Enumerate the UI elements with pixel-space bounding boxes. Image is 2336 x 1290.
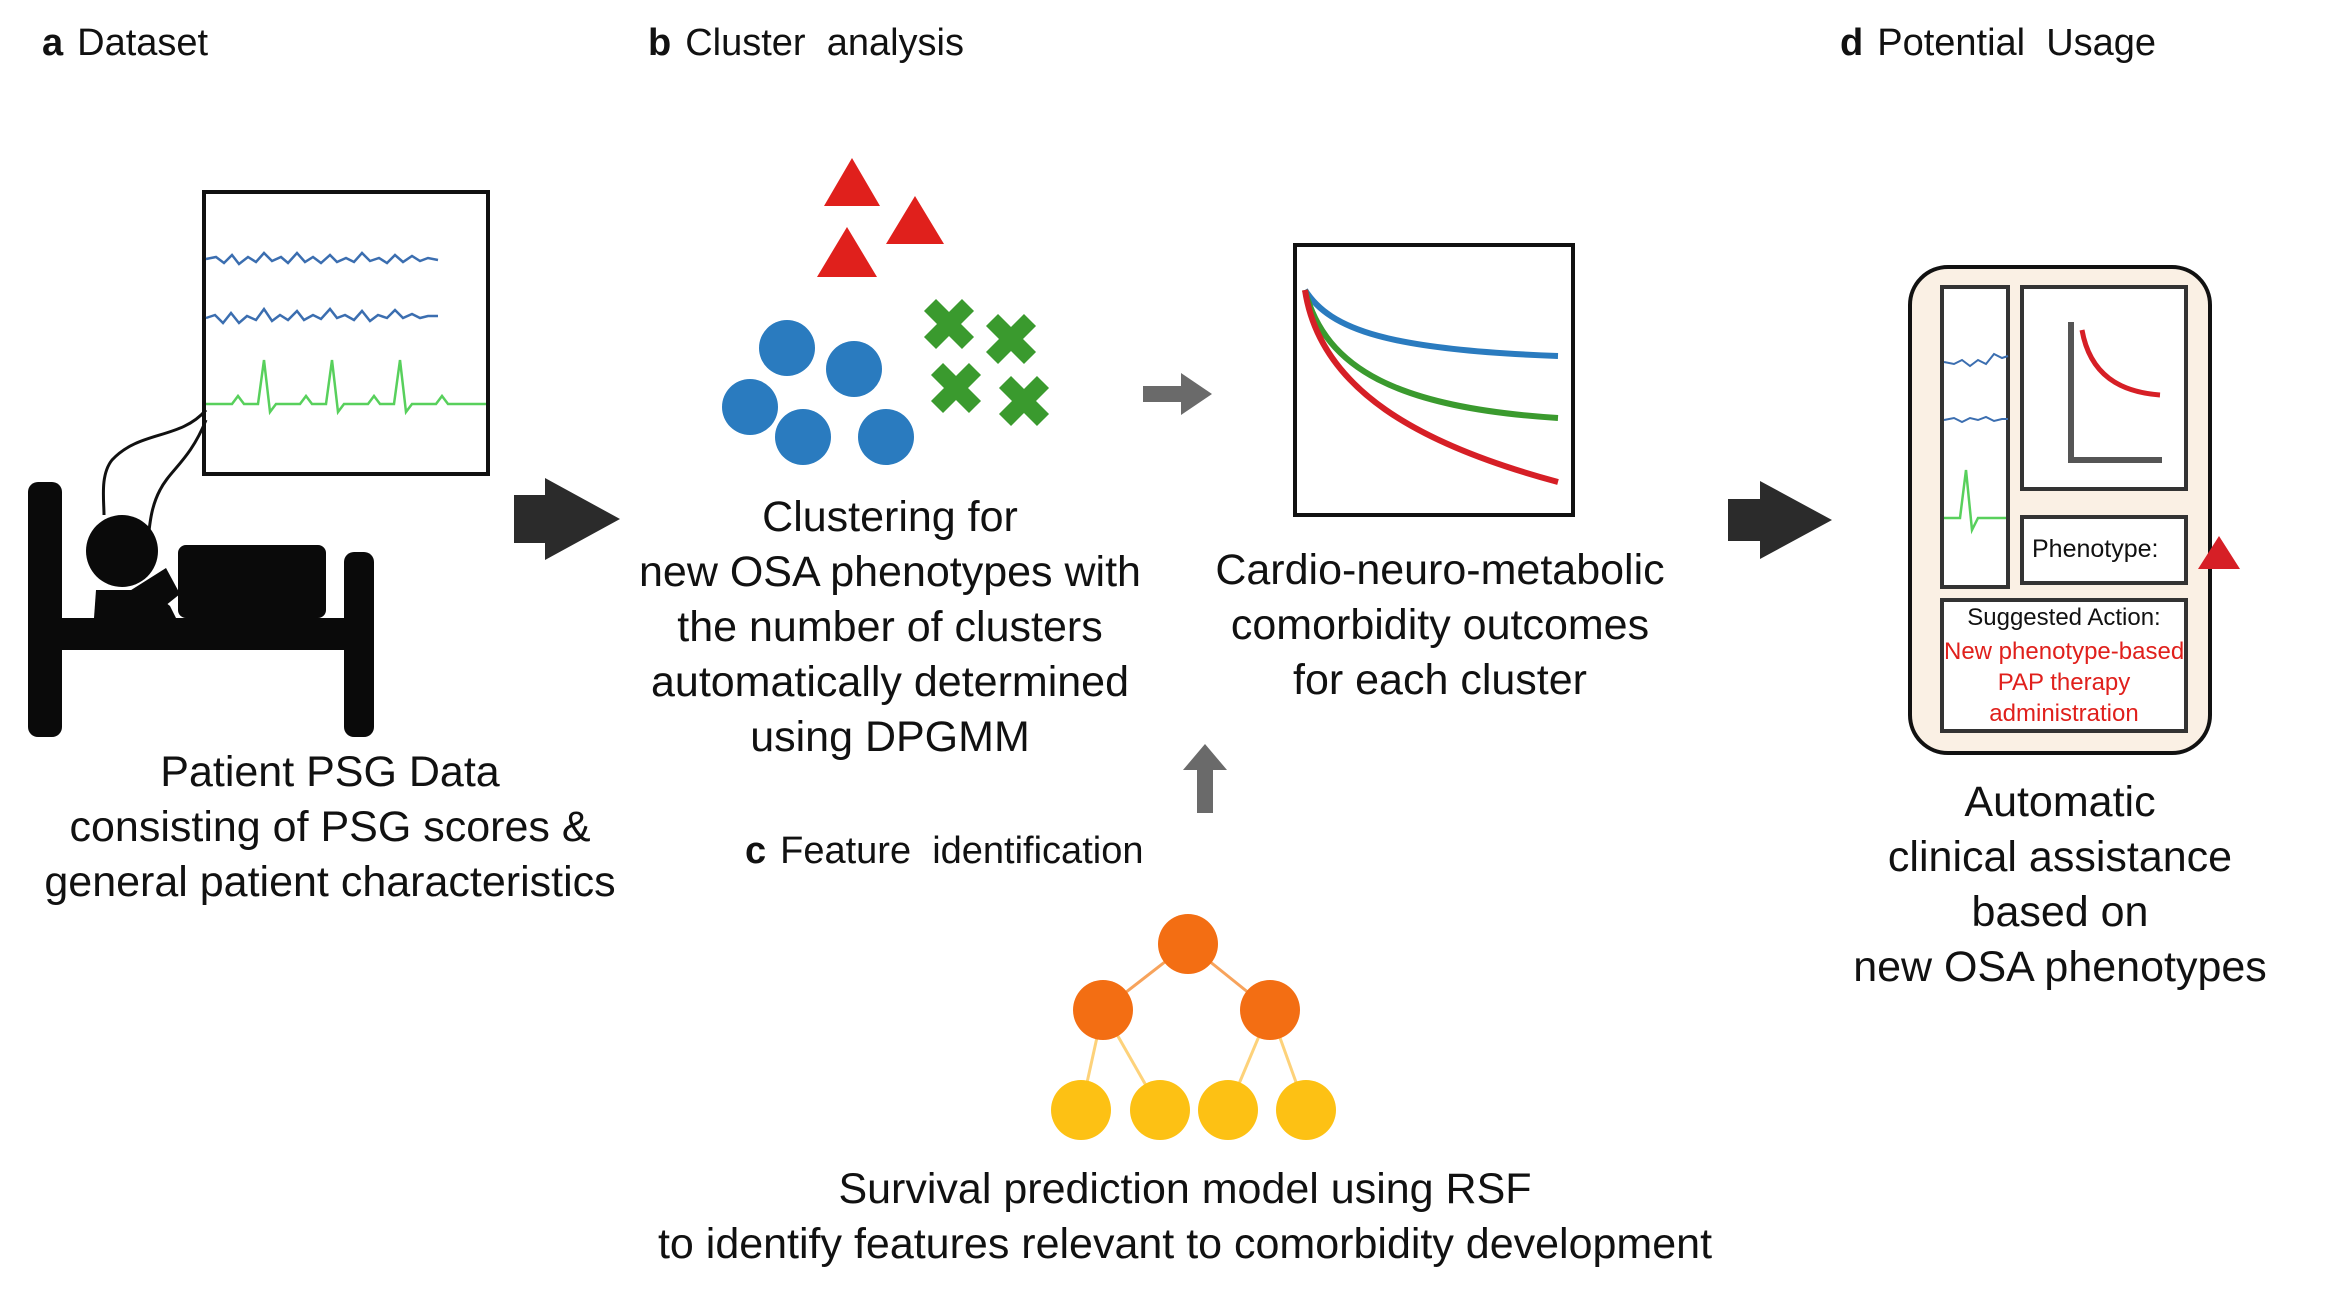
triangle-cluster: [817, 158, 944, 277]
caption-line: Cardio-neuro-metabolic: [1215, 546, 1665, 594]
section-c-header: c Feature identification: [745, 830, 1143, 873]
cross-cluster: [923, 298, 1050, 427]
survival-caption: Survival prediction model using RSF to i…: [560, 1162, 1810, 1272]
caption-line: Automatic: [1964, 778, 2156, 826]
section-c-title: Feature identification: [780, 830, 1144, 872]
clinical-device: [1908, 265, 2240, 755]
phenotype-label: Phenotype:: [2032, 535, 2159, 563]
suggested-action-line: New phenotype-based: [1944, 638, 2185, 665]
caption-line: clinical assistance: [1887, 833, 2233, 881]
circle-cluster: [722, 320, 914, 465]
dataset-caption: Patient PSG Data consisting of PSG score…: [0, 745, 660, 910]
section-c-letter: c: [745, 830, 767, 872]
section-d-header: d Potential Usage: [1840, 22, 2156, 65]
eeg-trace-2: [205, 306, 438, 325]
arrow-b-to-outcome: [1143, 373, 1212, 415]
suggested-action-label: Suggested Action:: [1967, 604, 2161, 631]
caption-line: based on: [1971, 888, 2149, 936]
caption-line: general patient characteristics: [44, 858, 616, 906]
caption-line: Clustering for: [762, 493, 1018, 541]
section-d-title: Potential Usage: [1877, 22, 2157, 64]
outcome-curve-blue: [1302, 288, 1559, 359]
section-a-title: Dataset: [77, 22, 209, 64]
eeg-trace-1: [205, 251, 439, 266]
arrow-a-to-b: [514, 478, 620, 560]
caption-line: new OSA phenotypes with: [639, 548, 1141, 596]
caption-line: the number of clusters: [677, 603, 1103, 651]
caption-line: using DPGMM: [750, 713, 1030, 761]
usage-caption: Automatic clinical assistance based on n…: [1800, 775, 2320, 995]
caption-line: new OSA phenotypes: [1853, 943, 2267, 991]
arrow-c-to-outcome: [1183, 744, 1227, 813]
bed-icon: [28, 482, 374, 737]
section-a-header: a Dataset: [42, 22, 208, 65]
caption-line: to identify features relevant to comorbi…: [657, 1220, 1713, 1268]
caption-line: comorbidity outcomes: [1230, 601, 1650, 649]
sensor-cables: [101, 409, 208, 541]
outcome-curve-green: [1302, 289, 1559, 421]
outcomes-caption: Cardio-neuro-metabolic comorbidity outco…: [1150, 543, 1730, 708]
caption-line: consisting of PSG scores &: [69, 803, 591, 851]
caption-line: automatically determined: [650, 658, 1130, 706]
section-b-header: b Cluster analysis: [648, 22, 964, 65]
caption-line: Patient PSG Data: [160, 748, 500, 796]
section-b-title: Cluster analysis: [685, 22, 964, 64]
clustering-caption: Clustering for new OSA phenotypes with t…: [575, 490, 1205, 765]
section-d-letter: d: [1840, 22, 1864, 64]
outcome-chart: [1293, 243, 1575, 517]
caption-line: for each cluster: [1293, 656, 1587, 704]
arrow-to-usage: [1728, 481, 1832, 559]
suggested-action-line: PAP therapy: [1997, 669, 2131, 696]
caption-line: Survival prediction model using RSF: [838, 1165, 1532, 1213]
suggested-action-line: administration: [1989, 700, 2139, 727]
outcome-curve-red: [1302, 289, 1559, 485]
section-a-letter: a: [42, 22, 64, 64]
section-b-letter: b: [648, 22, 672, 64]
rsf-tree: [1051, 914, 1336, 1140]
ecg-trace: [206, 359, 486, 416]
suggested-action-text: New phenotype-based PAP therapy administ…: [1944, 636, 2184, 729]
psg-monitor: [202, 190, 490, 476]
